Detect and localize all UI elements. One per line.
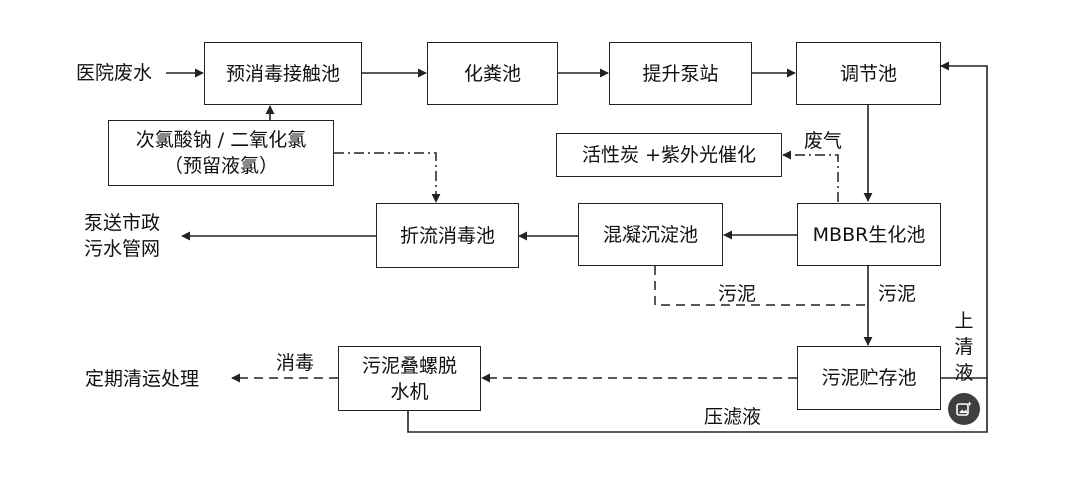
lift-pump-station[interactable]: 提升泵站 bbox=[609, 42, 752, 105]
sludge-label-mbbr: 污泥 bbox=[878, 283, 917, 305]
sludge-dewatering-label: 污泥叠螺脱 水机 bbox=[361, 354, 457, 403]
coagulation-sedimentation-tank[interactable]: 混凝沉淀池 bbox=[578, 203, 723, 266]
image-sparkle-icon[interactable] bbox=[948, 393, 980, 425]
dashdot-dosing-to-baffle bbox=[334, 152, 441, 203]
image-sparkle-glyph bbox=[956, 401, 972, 416]
line-filtrate-return bbox=[407, 378, 988, 433]
sludge-dewatering-machine[interactable]: 污泥叠螺脱 水机 bbox=[338, 346, 481, 411]
baffle-disinfection-tank[interactable]: 折流消毒池 bbox=[376, 203, 519, 268]
sludge-storage-label: 污泥贮存池 bbox=[821, 367, 917, 389]
septic-tank-label: 化粪池 bbox=[463, 62, 521, 85]
dashdot-gas-to-carbon-uv bbox=[782, 150, 839, 202]
sludge-label-sedimentation: 污泥 bbox=[718, 283, 757, 305]
baffle-disinfection-tank-label: 折流消毒池 bbox=[399, 224, 495, 247]
regulating-tank[interactable]: 调节池 bbox=[796, 42, 941, 105]
line-supernatant-return bbox=[940, 61, 988, 379]
supernatant-label: 上 清 液 bbox=[954, 310, 974, 384]
chemical-dosing-label: 次氯酸钠 / 二氧化氯 （预留液氯） bbox=[135, 129, 307, 177]
mbbr-bioreactor[interactable]: MBBR生化池 bbox=[797, 203, 941, 266]
carbon-uv-catalysis-label: 活性炭 +紫外光催化 bbox=[582, 144, 756, 166]
periodic-disposal-label: 定期清运处理 bbox=[85, 368, 200, 390]
mbbr-bioreactor-label: MBBR生化池 bbox=[812, 223, 926, 246]
filtrate-label: 压滤液 bbox=[704, 406, 762, 428]
dashed-sludge-from-sedimentation bbox=[654, 266, 868, 306]
pre-disinfection-tank[interactable]: 预消毒接触池 bbox=[204, 42, 362, 105]
carbon-uv-catalysis[interactable]: 活性炭 +紫外光催化 bbox=[556, 133, 782, 177]
pre-disinfection-tank-label: 预消毒接触池 bbox=[225, 62, 340, 85]
disinfection-label: 消毒 bbox=[276, 352, 315, 374]
lift-pump-station-label: 提升泵站 bbox=[642, 62, 719, 85]
regulating-tank-label: 调节池 bbox=[839, 62, 897, 85]
septic-tank[interactable]: 化粪池 bbox=[427, 42, 558, 105]
chemical-dosing-box[interactable]: 次氯酸钠 / 二氧化氯 （预留液氯） bbox=[108, 120, 334, 186]
municipal-sewer-label: 泵送市政 污水管网 bbox=[84, 212, 161, 260]
waste-gas-label: 废气 bbox=[804, 130, 843, 152]
coagulation-sedimentation-label: 混凝沉淀池 bbox=[602, 223, 698, 246]
hospital-wastewater-label: 医院废水 bbox=[76, 62, 153, 84]
sludge-storage-tank[interactable]: 污泥贮存池 bbox=[797, 346, 941, 410]
